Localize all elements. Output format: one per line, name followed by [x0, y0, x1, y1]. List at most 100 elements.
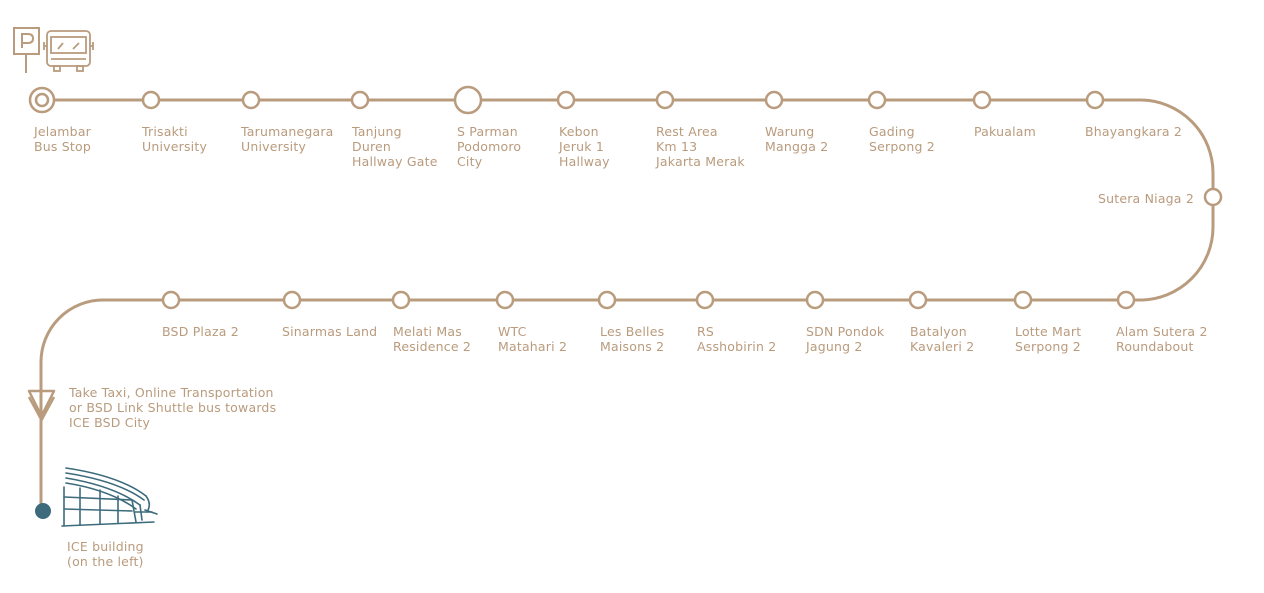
stop-marker-wtc [495, 290, 515, 310]
origin-marker [28, 86, 56, 114]
stop-marker-sinarmas [282, 290, 302, 310]
stop-label-line: Km 13 [656, 139, 697, 154]
instruction-line: or BSD Link Shuttle bus towards [69, 400, 276, 415]
stop-marker-bhayangkara [1085, 90, 1105, 110]
bus-icon [43, 30, 94, 72]
stop-label-line: Bus Stop [34, 139, 91, 154]
ice-building-icon [61, 467, 158, 527]
stop-label-line: University [142, 139, 207, 154]
stop-label-line: Trisakti [141, 124, 188, 139]
stop-marker-rest-area [655, 90, 675, 110]
stop-label: Sinarmas Land [282, 324, 377, 339]
stop-label-line: City [457, 154, 483, 169]
stop-label: Sutera Niaga 2 [1098, 191, 1194, 206]
stop-label-line: WTC [498, 324, 527, 339]
destination-marker [35, 503, 51, 519]
stop-label-line: Duren [352, 139, 391, 154]
stop-label-line: SDN Pondok [806, 324, 885, 339]
stop-marker-bsd-plaza [161, 290, 181, 310]
stop-marker-alam-sutera [1116, 290, 1136, 310]
stop-label-line: Lotte Mart [1015, 324, 1081, 339]
stop-label-line: Kavaleri 2 [910, 339, 974, 354]
stop-marker-kebon-jeruk [556, 90, 576, 110]
stop-marker-tanjung-duren [350, 90, 370, 110]
instruction-text: Take Taxi, Online Transportation or BSD … [68, 385, 280, 430]
stop-label-line: Mangga 2 [765, 139, 828, 154]
downward-arrow-icon [27, 389, 56, 421]
stop-label-line: Roundabout [1116, 339, 1194, 354]
stop-label-line: Bhayangkara 2 [1085, 124, 1182, 139]
stop-label-line: RS [697, 324, 714, 339]
stop-marker-sdn-pondok [805, 290, 825, 310]
stop-marker-rs-asshobirin [695, 290, 715, 310]
stop-label-line: Batalyon [910, 324, 967, 339]
stop-label-line: Residence 2 [393, 339, 471, 354]
instruction-line: ICE BSD City [69, 415, 150, 430]
destination-label: ICE building (on the left) [67, 539, 148, 569]
stop-label-line: Hallway [559, 154, 610, 169]
stop-marker-warung-mangga [764, 90, 784, 110]
stop-label-line: Hallway Gate [352, 154, 438, 169]
stop-label-line: Pakualam [974, 124, 1036, 139]
stop-label-line: Serpong 2 [869, 139, 935, 154]
stop-label-line: Podomoro [457, 139, 521, 154]
stop-label-line: Tarumanegara [240, 124, 334, 139]
stop-label-line: Kebon [559, 124, 599, 139]
stop-label-line: Rest Area [656, 124, 718, 139]
instruction-line: Take Taxi, Online Transportation [68, 385, 274, 400]
stop-label-line: Jelambar [33, 124, 92, 139]
stop-label-line: Sinarmas Land [282, 324, 377, 339]
stop-marker-trisakti [141, 90, 161, 110]
stop-label-line: Jeruk 1 [558, 139, 604, 154]
stop-label-line: Sutera Niaga 2 [1098, 191, 1194, 206]
stop-marker-sutera-niaga [1203, 187, 1223, 207]
stop-label-line: BSD Plaza 2 [162, 324, 239, 339]
stop-label: BSD Plaza 2 [162, 324, 239, 339]
stop-label-line: Matahari 2 [498, 339, 567, 354]
stop-label: Pakualam [974, 124, 1036, 139]
stop-label-line: Melati Mas [393, 324, 462, 339]
route-line [39, 98, 1215, 510]
destination-label-line: ICE building [67, 539, 144, 554]
stop-label-line: Jakarta Merak [655, 154, 745, 169]
stop-label-line: Gading [869, 124, 915, 139]
stop-marker-melati-mas [391, 290, 411, 310]
stop-label-line: Les Belles [600, 324, 664, 339]
stop-label-line: Maisons 2 [600, 339, 664, 354]
parking-sign-icon [13, 27, 40, 73]
stop-label-line: S Parman [457, 124, 518, 139]
stop-label-line: Tanjung [351, 124, 402, 139]
stop-marker-gading-serpong [867, 90, 887, 110]
stop-label-line: University [241, 139, 306, 154]
stop-marker-batalyon [908, 290, 928, 310]
stop-label-line: Warung [765, 124, 814, 139]
stop-marker-s-parman [453, 85, 483, 115]
stop-marker-lotte-mart [1013, 290, 1033, 310]
stop-label-line: Jagung 2 [805, 339, 863, 354]
stop-marker-tarumanegara [241, 90, 261, 110]
stop-marker-pakualam [972, 90, 992, 110]
stop-label: Bhayangkara 2 [1085, 124, 1182, 139]
destination-label-line: (on the left) [67, 554, 144, 569]
stop-label-line: Alam Sutera 2 [1116, 324, 1208, 339]
stop-marker-les-belles [597, 290, 617, 310]
